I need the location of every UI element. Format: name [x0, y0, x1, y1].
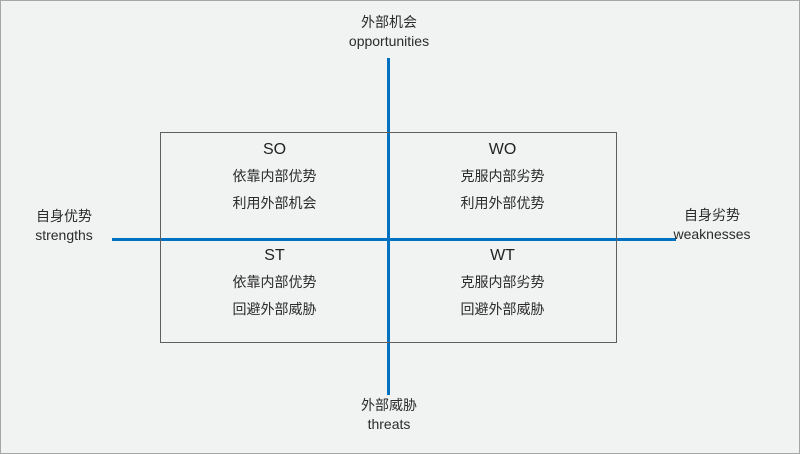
quadrant-wt-line1: 克服内部劣势 [460, 274, 545, 290]
quadrant-st: ST 依靠内部优势 回避外部威胁 [161, 245, 388, 319]
axis-label-right: 自身劣势 weaknesses [651, 206, 773, 244]
axis-label-left-zh: 自身优势 [36, 208, 92, 224]
quadrant-so-code: SO [262, 141, 287, 158]
quadrant-wt-line2: 回避外部威胁 [460, 301, 545, 317]
quadrant-wt: WT 克服内部劣势 回避外部威胁 [389, 245, 616, 319]
quadrant-st-line1: 依靠内部优势 [232, 274, 317, 290]
quadrant-wo-code: WO [488, 141, 517, 158]
quadrant-so-line2: 利用外部机会 [232, 195, 317, 211]
axis-label-bottom-zh: 外部威胁 [361, 397, 417, 413]
axis-label-top-en: opportunities [348, 33, 430, 49]
axis-label-left-en: strengths [35, 227, 93, 243]
quadrant-st-line2: 回避外部威胁 [232, 301, 317, 317]
axis-label-bottom: 外部威胁 threats [289, 396, 489, 434]
axis-label-left: 自身优势 strengths [9, 207, 119, 245]
quadrant-wo-line2: 利用外部优势 [460, 195, 545, 211]
quadrant-st-code: ST [264, 247, 285, 264]
quadrant-wo-line1: 克服内部劣势 [460, 168, 545, 184]
axis-label-right-zh: 自身劣势 [684, 207, 740, 223]
axis-label-bottom-en: threats [367, 416, 411, 432]
axis-label-top: 外部机会 opportunities [289, 13, 489, 51]
quadrant-so-line1: 依靠内部优势 [232, 168, 317, 184]
axis-label-top-zh: 外部机会 [361, 14, 417, 30]
horizontal-axis-line [112, 238, 676, 241]
vertical-axis-line [387, 58, 390, 395]
quadrant-wt-code: WT [490, 247, 515, 264]
quadrant-so: SO 依靠内部优势 利用外部机会 [161, 139, 388, 213]
quadrant-wo: WO 克服内部劣势 利用外部优势 [389, 139, 616, 213]
quadrant-box-border [160, 132, 617, 343]
axis-label-right-en: weaknesses [673, 226, 751, 242]
